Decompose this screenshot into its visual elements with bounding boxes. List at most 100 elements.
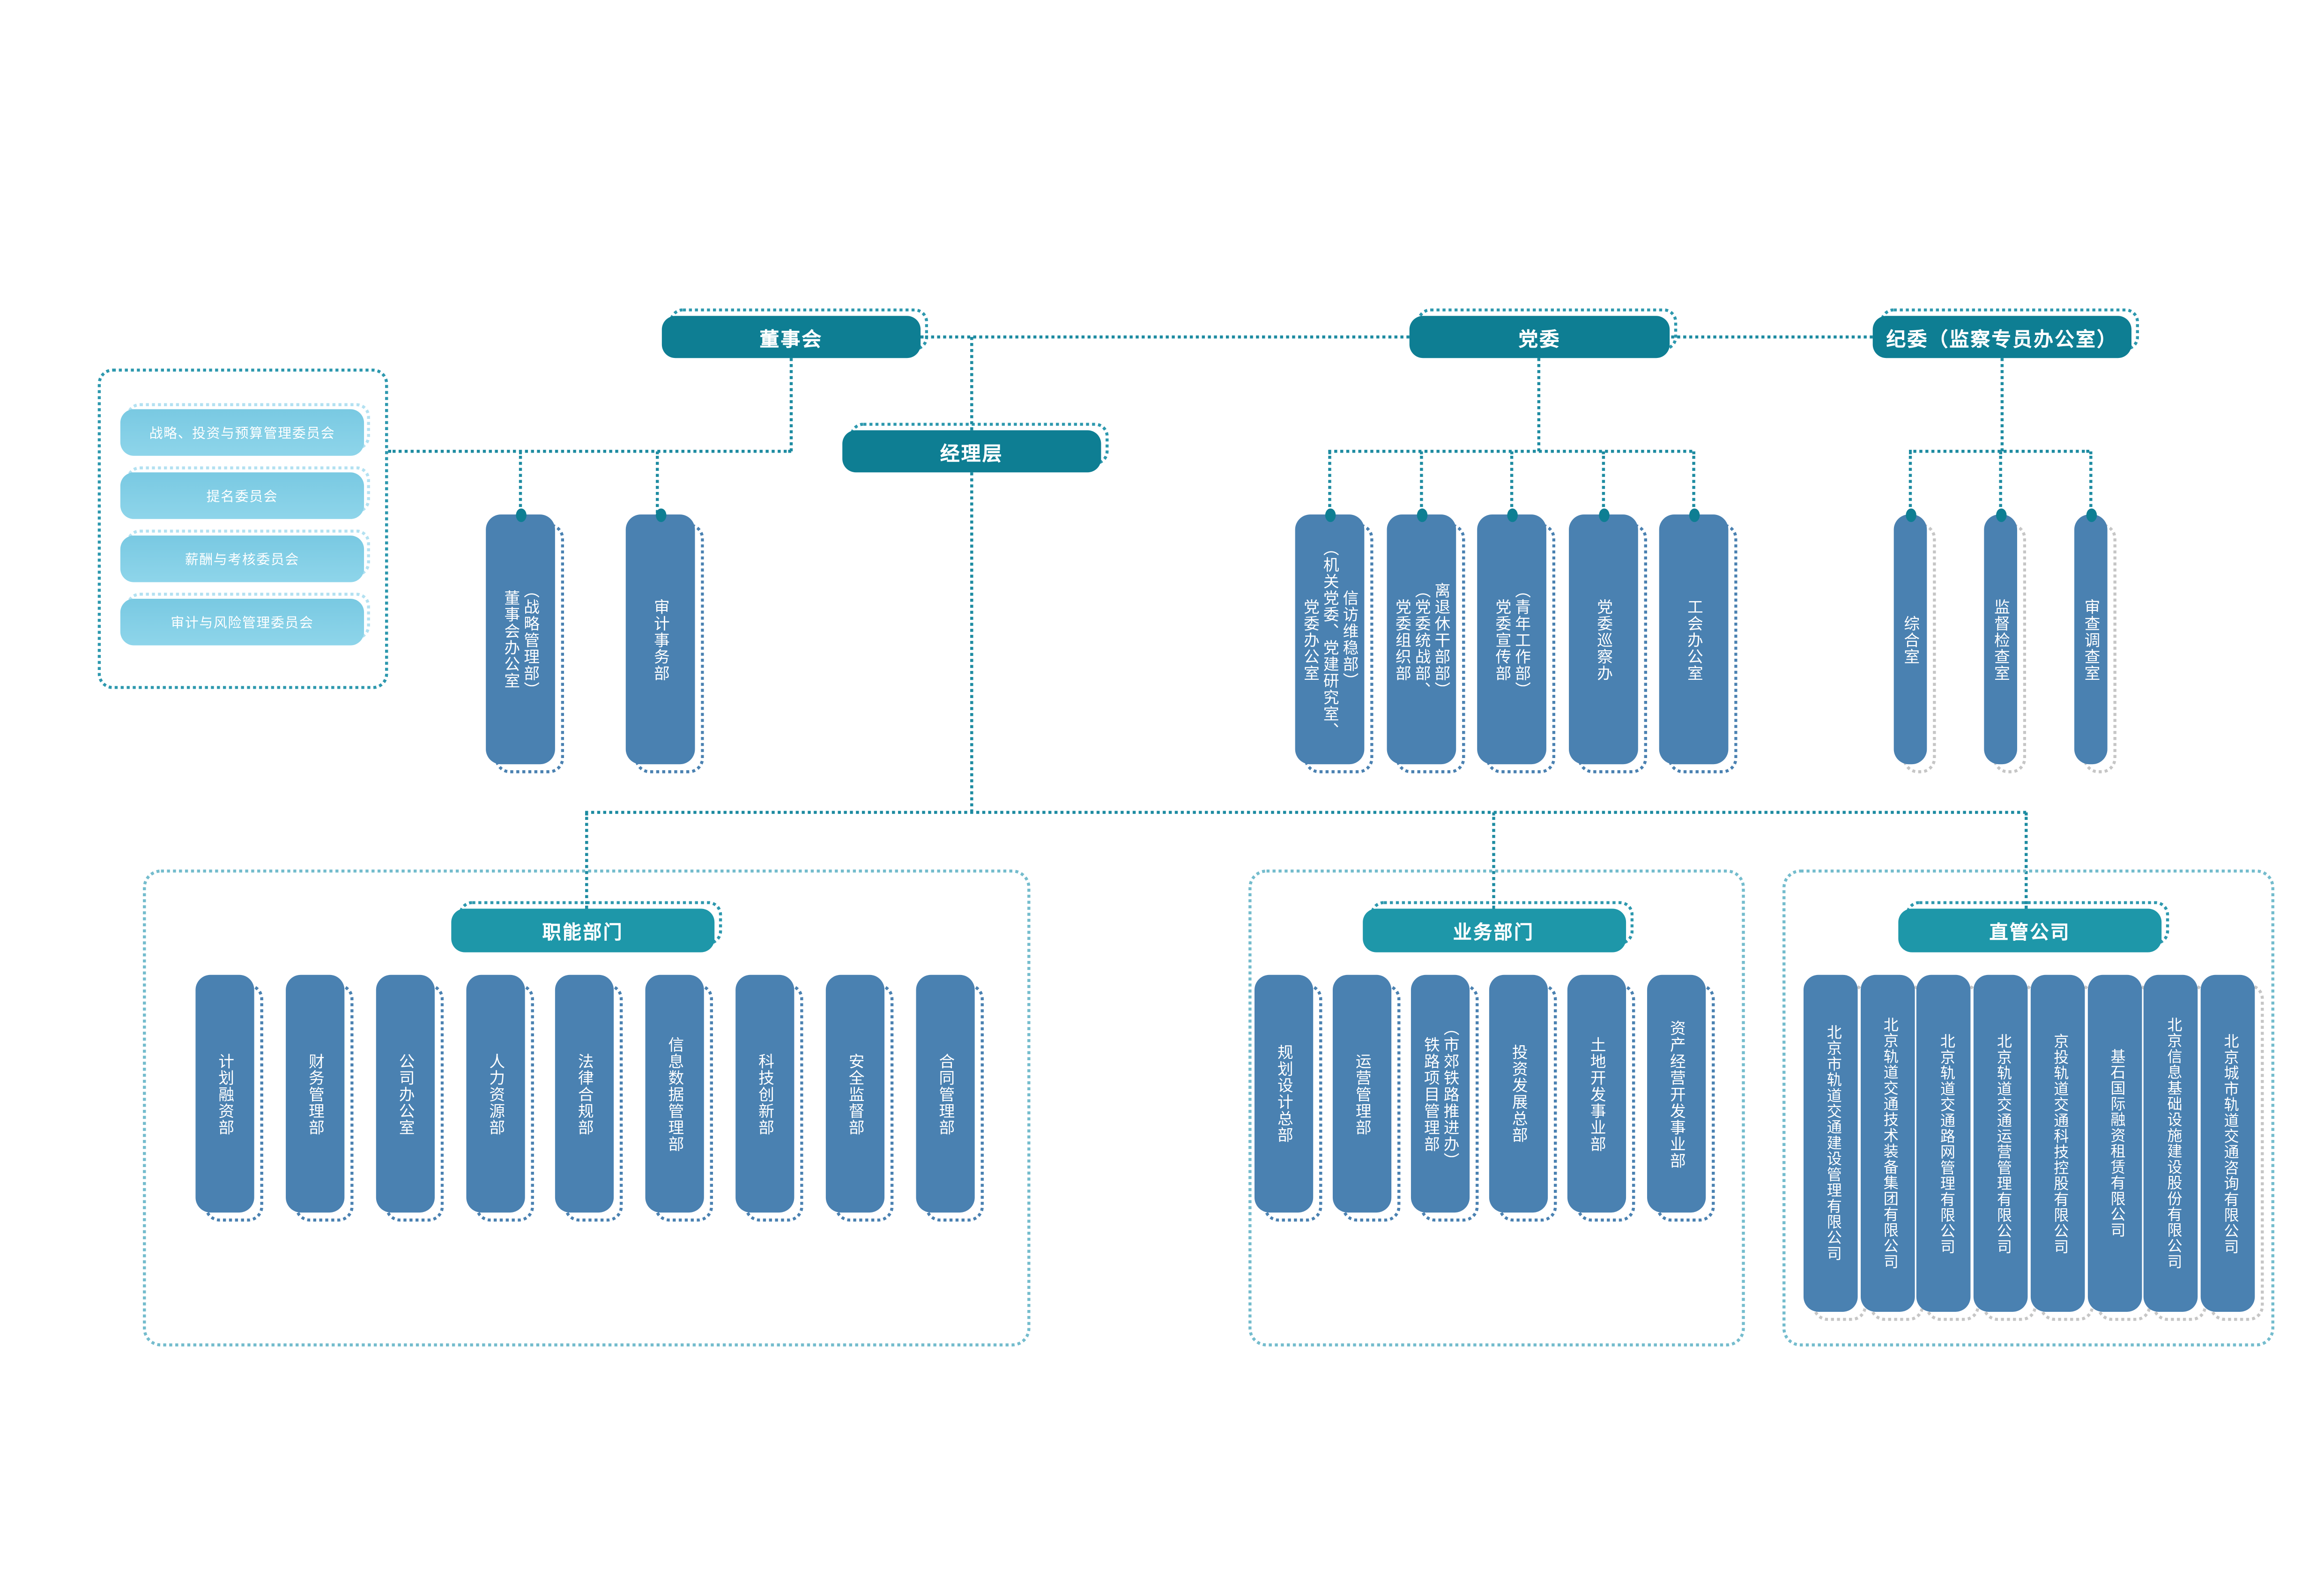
company-label: 北京轨道交通路网管理有限公司 <box>1936 1033 1953 1254</box>
dept-node: 审计事务部 <box>625 508 695 765</box>
connector-drop <box>1510 451 1514 518</box>
dept-node: 合同管理部 <box>916 974 975 1213</box>
connector-nub <box>1598 508 1609 522</box>
company-label: 北京轨道交通运营管理有限公司 <box>1993 1033 2010 1254</box>
dept-node: 财务管理部 <box>286 974 345 1213</box>
company-label: 北京城市轨道交通咨询有限公司 <box>2220 1033 2237 1254</box>
connector-drop <box>1999 451 2002 518</box>
node-party-committee: 党委 <box>1409 316 1670 358</box>
dept-node: 法律合规部 <box>555 974 614 1213</box>
company-label: 北京市轨道交通建设管理有限公司 <box>1823 1025 1840 1262</box>
committee-label: 战略、投资与预算管理委员会 <box>149 425 335 441</box>
dept-node: 计划融资部 <box>195 974 254 1213</box>
dept-node: 人力资源部 <box>466 974 525 1213</box>
dept-node: 规划设计总部 <box>1254 974 1314 1213</box>
connector-nub <box>1416 508 1427 522</box>
connector-drop <box>1420 451 1423 518</box>
dept-label: 土地开发事业部 <box>1588 1035 1607 1152</box>
committee-label: 提名委员会 <box>206 489 278 504</box>
committee-node: 薪酬与考核委员会 <box>120 536 364 582</box>
dept-label: 公司办公室 <box>397 1052 416 1135</box>
connector-board-down <box>789 358 793 452</box>
dept-node: 审查调查室 <box>2074 508 2108 765</box>
committee-node: 提名委员会 <box>120 472 364 519</box>
connector-drop <box>585 812 588 909</box>
connector-discipline-down <box>2000 358 2004 452</box>
dept-node: 党委组织部 （党委统战部、 离退休干部部） <box>1387 508 1456 765</box>
dept-label: 计划融资部 <box>216 1052 235 1135</box>
dept-label: 资产经营开发事业部 <box>1668 1019 1686 1168</box>
node-board: 董事会 <box>661 316 921 358</box>
section-functional-departments <box>143 869 1031 1346</box>
company-label: 京投轨道交通科技控股有限公司 <box>2050 1033 2067 1254</box>
connector-drop <box>1328 451 1331 518</box>
section-direct-companies <box>1782 869 2275 1346</box>
connector-nub <box>1506 508 1517 522</box>
connector-drop <box>519 451 522 518</box>
dept-label: 信息数据管理部 <box>666 1035 685 1152</box>
dept-node: 党委办公室 （机关党委、党建研究室、 信访维稳部） <box>1295 508 1365 765</box>
dept-label: 财务管理部 <box>307 1052 325 1135</box>
node-discipline-label: 纪委（监察专员办公室） <box>1886 327 2118 350</box>
section-business-departments <box>1248 869 1745 1346</box>
dept-node: 综合室 <box>1893 508 1927 765</box>
dept-label: 党委组织部 （党委统战部、 离退休干部部） <box>1393 581 1451 698</box>
section-header-companies: 直管公司 <box>1898 908 2162 952</box>
committee-node: 审计与风险管理委员会 <box>120 598 364 646</box>
connector-nub <box>1688 508 1699 522</box>
dept-label: 党委办公室 （机关党委、党建研究室、 信访维稳部） <box>1302 540 1359 739</box>
company-node: 北京城市轨道交通咨询有限公司 <box>2200 974 2255 1312</box>
connector-sections-horizontal <box>585 811 2027 814</box>
section-title: 业务部门 <box>1453 922 1535 944</box>
company-node: 北京轨道交通路网管理有限公司 <box>1917 974 1971 1312</box>
company-node: 京投轨道交通科技控股有限公司 <box>2030 974 2085 1312</box>
company-node: 北京信息基础设施建设股份有限公司 <box>2144 974 2198 1312</box>
connector-drop <box>2089 451 2093 518</box>
node-party-label: 党委 <box>1518 327 1561 350</box>
node-discipline-committee: 纪委（监察专员办公室） <box>1872 316 2131 358</box>
connector-nub <box>515 508 526 522</box>
connector-board-to-management <box>970 337 973 431</box>
section-title: 职能部门 <box>542 922 624 944</box>
node-board-label: 董事会 <box>759 327 823 350</box>
dept-label: 运营管理部 <box>1353 1052 1372 1135</box>
dept-node: 铁路项目管理部 （市郊铁路推进办） <box>1411 974 1470 1213</box>
node-management-label: 经理层 <box>940 441 1003 464</box>
dept-label: 工会办公室 <box>1685 598 1704 681</box>
connector-drop <box>2025 812 2028 909</box>
connector-party-down <box>1537 358 1541 452</box>
dept-node: 党委巡察办 <box>1569 508 1638 765</box>
connector-management-down <box>970 472 973 812</box>
connector-nub <box>1324 508 1335 522</box>
connector-drop <box>1602 451 1605 518</box>
connector-nub <box>655 508 666 522</box>
dept-label: 党委宣传部 （青年工作部） <box>1493 581 1531 698</box>
dept-label: 合同管理部 <box>937 1052 955 1135</box>
dept-node: 土地开发事业部 <box>1567 974 1626 1213</box>
company-node: 基石国际融资租赁有限公司 <box>2087 974 2142 1312</box>
dept-node: 监督检查室 <box>1984 508 2017 765</box>
connector-nub <box>1905 508 1916 522</box>
committee-label: 审计与风险管理委员会 <box>171 615 314 631</box>
dept-label: 规划设计总部 <box>1275 1044 1294 1144</box>
committee-label: 薪酬与考核委员会 <box>185 552 299 567</box>
dept-node: 信息数据管理部 <box>645 974 704 1213</box>
company-node: 北京市轨道交通建设管理有限公司 <box>1803 974 1858 1312</box>
connector-drop <box>1908 451 1912 518</box>
company-label: 基石国际融资租赁有限公司 <box>2107 1049 2124 1238</box>
dept-label: 综合室 <box>1902 614 1920 664</box>
dept-label: 科技创新部 <box>757 1052 775 1135</box>
dept-label: 审查调查室 <box>2082 598 2101 681</box>
dept-node: 董事会办公室 （战略管理部） <box>486 508 555 765</box>
dept-label: 安全监督部 <box>846 1052 865 1135</box>
dept-node: 党委宣传部 （青年工作部） <box>1477 508 1546 765</box>
dept-label: 法律合规部 <box>576 1052 594 1135</box>
section-header-business: 业务部门 <box>1362 908 1626 952</box>
connector-drop <box>1692 451 1695 518</box>
dept-node: 运营管理部 <box>1332 974 1392 1213</box>
section-title: 直管公司 <box>1989 922 2071 944</box>
dept-node: 投资发展总部 <box>1489 974 1548 1213</box>
connector-top-horizontal <box>921 335 1873 339</box>
dept-node: 资产经营开发事业部 <box>1647 974 1706 1213</box>
